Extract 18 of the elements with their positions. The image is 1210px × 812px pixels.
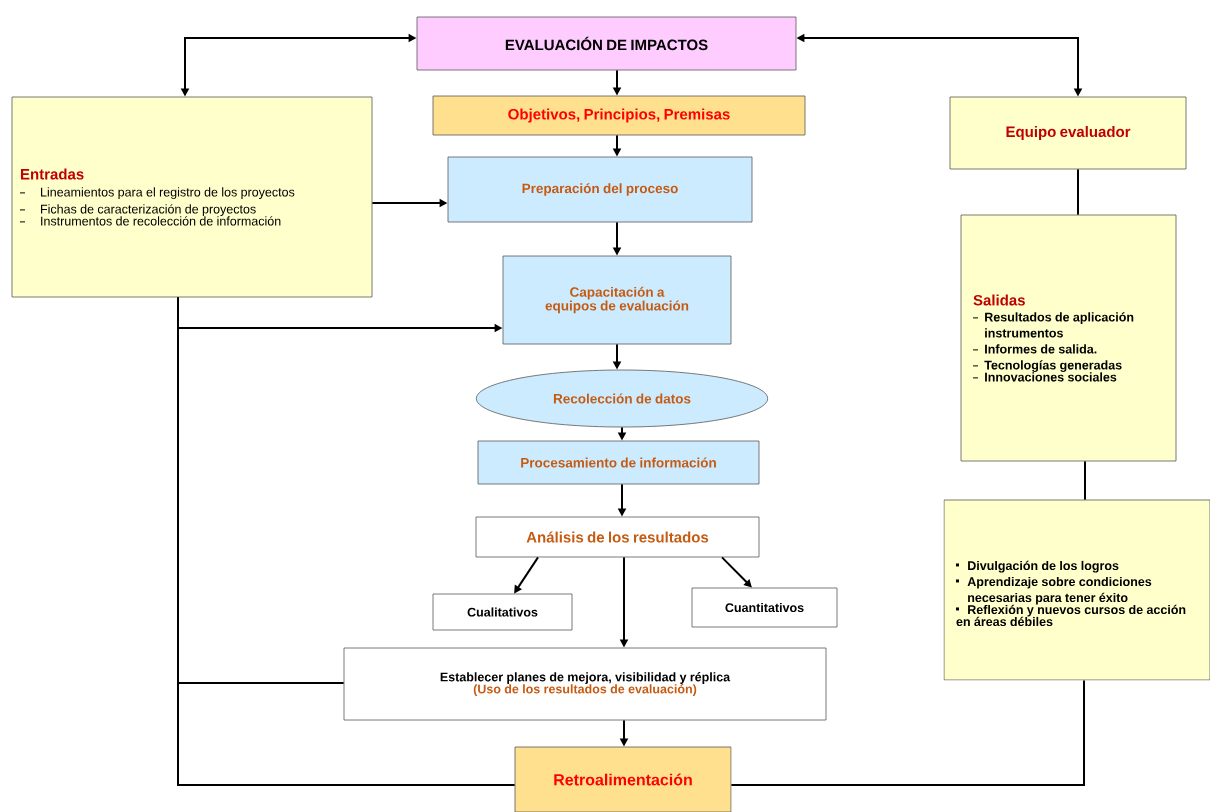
connector-line: [1084, 460, 1086, 501]
outcome-box: Divulgación de los logros Aprendizaje sobre condiciones necesarias para tener éxito Reflexión y nuevos cursos de acción en áreas débiles: [943, 499, 1210, 681]
connector-line: [177, 296, 516, 786]
result-box: Cuantitativos: [691, 587, 838, 628]
principles-box: Objetivos, Principios, Premisas: [432, 95, 806, 136]
analysis-box: Análisis de los resultados: [475, 516, 760, 558]
feedback-box: Retroalimentación: [514, 746, 732, 812]
team-box: Equipo evaluador: [949, 96, 1187, 170]
input-box: Entradas Lineamientos para el registro de los proyectos Fichas de caracterización de proyectos Instrumentos de recolección de información: [11, 96, 373, 298]
process-box: Procesamiento de información: [477, 440, 760, 485]
process-box: Preparación del proceso: [447, 156, 753, 223]
result-box: Cualitativos: [432, 593, 573, 631]
connector-line: [730, 679, 1085, 786]
connector-line: [1077, 168, 1079, 216]
output-box: Salidas Resultados de aplicación instrumentos Informes de salida. Tecnologías generadas Innovaciones sociales: [960, 214, 1177, 462]
title-box: EVALUACIÓN DE IMPACTOS: [416, 16, 797, 71]
plan-box: Establecer planes de mejora, visibilidad y réplica (Uso de los resultados de evaluación): [343, 647, 827, 721]
process-box: Capacitación a equipos de evaluación: [502, 255, 732, 345]
